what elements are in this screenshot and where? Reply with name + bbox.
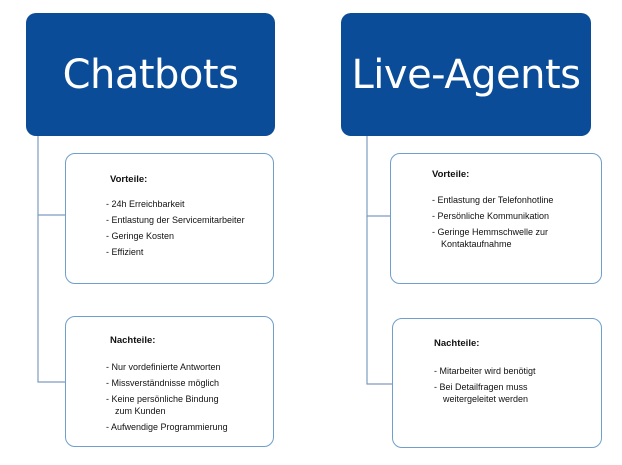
list-item: Geringe Hemmschwelle zur Kontaktaufnahme [432, 226, 576, 250]
connector-liveagents-disadvantages [366, 216, 393, 385]
connector-chatbots-disadvantages [37, 215, 66, 383]
list-item: Missverständnisse möglich [106, 377, 268, 389]
header-chatbots-label: Chatbots [62, 51, 239, 98]
list-item: Aufwendige Programmierung [106, 421, 268, 433]
connector-chatbots-advantages [37, 136, 66, 216]
card-title: Nachteile: [434, 338, 480, 349]
list-item: Entlastung der Servicemitarbeiter [106, 214, 268, 226]
card-live-agents-disadvantages: Nachteile: Mitarbeiter wird benötigt Bei… [392, 318, 602, 448]
card-title: Vorteile: [432, 169, 470, 180]
advantages-list: 24h Erreichbarkeit Entlastung der Servic… [106, 198, 268, 262]
disadvantages-list: Nur vordefinierte Antworten Missverständ… [106, 361, 268, 437]
card-chatbots-advantages: Vorteile: 24h Erreichbarkeit Entlastung … [65, 153, 274, 284]
list-item: Bei Detailfragen muss weitergeleitet wer… [434, 381, 568, 405]
list-item: Entlastung der Telefonhotline [432, 194, 582, 206]
card-chatbots-disadvantages: Nachteile: Nur vordefinierte Antworten M… [65, 316, 274, 447]
disadvantages-list: Mitarbeiter wird benötigt Bei Detailfrag… [434, 365, 584, 409]
card-live-agents-advantages: Vorteile: Entlastung der Telefonhotline … [390, 153, 602, 284]
list-item: 24h Erreichbarkeit [106, 198, 268, 210]
card-title: Nachteile: [110, 335, 156, 346]
header-chatbots: Chatbots [26, 13, 275, 136]
list-item: Effizient [106, 246, 268, 258]
list-item: Geringe Kosten [106, 230, 268, 242]
card-title: Vorteile: [110, 174, 148, 185]
connector-liveagents-advantages [366, 136, 391, 217]
advantages-list: Entlastung der Telefonhotline Persönlich… [432, 194, 582, 254]
list-item: Keine persönliche Bindung zum Kunden [106, 393, 235, 417]
list-item: Nur vordefinierte Antworten [106, 361, 268, 373]
header-live-agents-label: Live-Agents [351, 51, 581, 98]
list-item: Persönliche Kommunikation [432, 210, 582, 222]
list-item: Mitarbeiter wird benötigt [434, 365, 584, 377]
header-live-agents: Live-Agents [341, 13, 591, 136]
